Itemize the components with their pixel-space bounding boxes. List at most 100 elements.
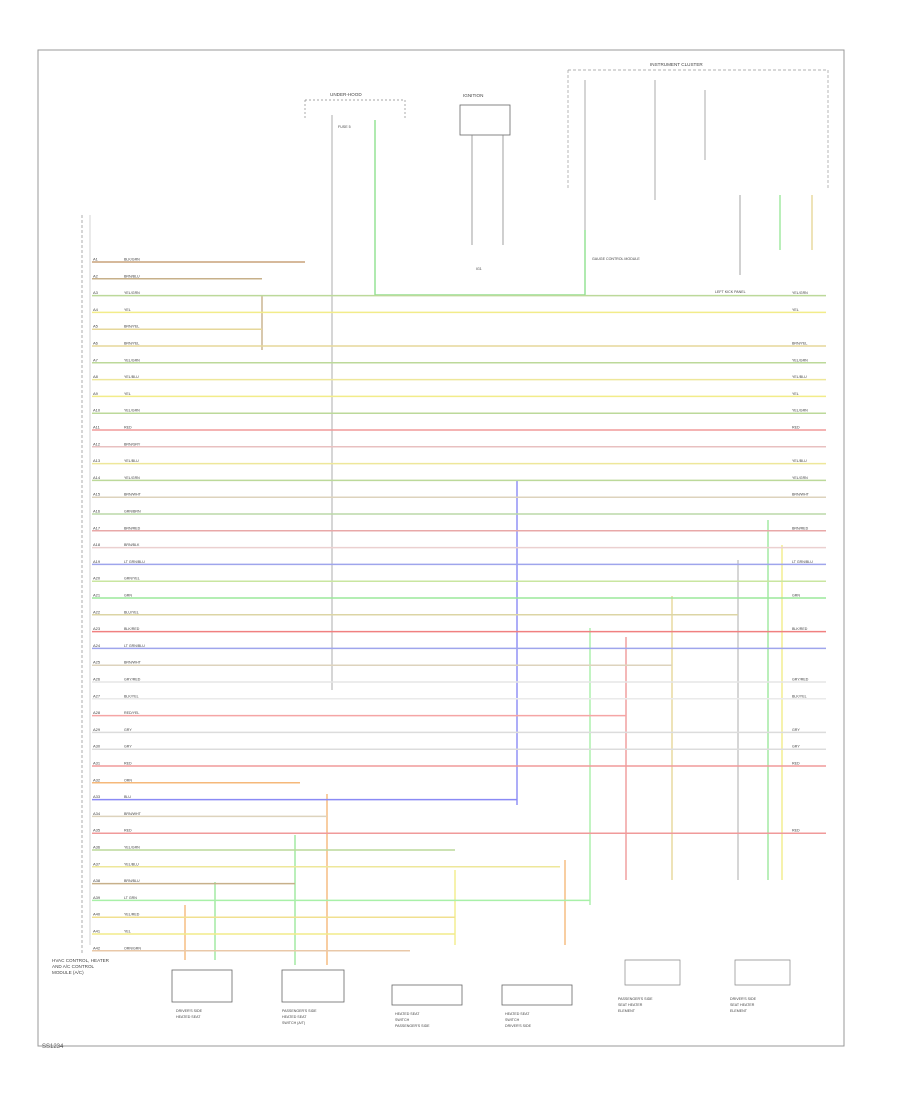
- wire-color-label: YEL/GRN: [124, 409, 140, 413]
- wire-color-label: ORN/GRN: [124, 946, 141, 950]
- wire-color-label: RED: [124, 829, 132, 833]
- ignition-switch-label: IGNITION: [463, 93, 483, 98]
- wire-right-label: BLK/YEL: [792, 694, 807, 698]
- wire-right-label: RED: [792, 426, 800, 430]
- driver-seat-heater-element: DRIVER'S SIDE SEAT HEATER ELEMENT: [730, 959, 791, 1013]
- diagram-frame: [37, 49, 845, 1047]
- svg-text:SEAT HEATER: SEAT HEATER: [618, 1003, 643, 1007]
- instrument-cluster: INSTRUMENT CLUSTER GAUGE CONTROL MODULE: [567, 62, 829, 261]
- pin-label: A34: [93, 811, 101, 816]
- wire-color-label: GRY: [124, 728, 132, 732]
- wire-color-label: BRN/YEL: [124, 342, 139, 346]
- wire-color-label: RED: [124, 426, 132, 430]
- pin-label: A21: [93, 593, 101, 598]
- ignition-switch: IGNITION IG1: [459, 93, 511, 271]
- pin-label: A9: [93, 391, 99, 396]
- fuse-box-label: UNDER-HOOD: [330, 92, 362, 97]
- pin-label: A32: [93, 777, 101, 782]
- pin-label: A10: [93, 408, 101, 413]
- wire-right-label: BRN/WHT: [792, 493, 810, 497]
- svg-text:HEATED SEAT: HEATED SEAT: [505, 1012, 530, 1016]
- wire-color-label: LT GRN/BLU: [124, 560, 145, 564]
- wire-color-label: BLK/YEL: [124, 694, 139, 698]
- driver-side-heated-seat: DRIVER'S SIDE HEATED SEAT: [171, 969, 233, 1019]
- ig1-label: IG1: [476, 267, 482, 271]
- wire-right-label: YEL/GRN: [792, 409, 808, 413]
- passenger-side-heated-seat-switch: PASSENGER'S SIDE HEATED SEAT SWITCH (A/T…: [281, 969, 345, 1025]
- wire-right-label: YEL: [792, 308, 799, 312]
- pin-label: A35: [93, 828, 101, 833]
- pin-label: A40: [93, 912, 101, 917]
- wire-right-label: LT GRN/BLU: [792, 560, 813, 564]
- left-kick-panel-connector: LEFT KICK PANEL: [715, 195, 813, 294]
- wire-color-label: YEL/BLU: [124, 862, 139, 866]
- wire-color-label: YEL: [124, 308, 131, 312]
- wire-color-label: GRY: [124, 745, 132, 749]
- pin-label: A24: [93, 643, 101, 648]
- hvac-module-label-1: HVAC CONTROL, HEATER: [52, 958, 110, 963]
- pin-label: A15: [93, 492, 101, 497]
- gauge-control-label: GAUGE CONTROL MODULE: [592, 257, 640, 261]
- pin-label: A25: [93, 660, 101, 665]
- pin-label: A27: [93, 693, 101, 698]
- pin-label: A39: [93, 895, 101, 900]
- heated-seat-switch-passenger: HEATED SEAT SWITCH PASSENGER'S SIDE: [391, 984, 463, 1028]
- wire-color-label: BLU/YEL: [124, 610, 139, 614]
- wire-color-label: RED/YEL: [124, 711, 139, 715]
- wire-color-label: LT GRN: [124, 896, 137, 900]
- wire-color-label: LT GRN/BLU: [124, 644, 145, 648]
- svg-text:DRIVER'S SIDE: DRIVER'S SIDE: [176, 1009, 203, 1013]
- svg-text:SWITCH: SWITCH: [395, 1018, 410, 1022]
- wire-color-label: GRY/RED: [124, 678, 141, 682]
- wire-color-label: GRN/YEL: [124, 577, 140, 581]
- pin-label: A31: [93, 761, 101, 766]
- svg-text:HEATED SEAT: HEATED SEAT: [282, 1015, 307, 1019]
- wire-color-label: BRN/WHT: [124, 493, 142, 497]
- pin-label: A23: [93, 626, 101, 631]
- svg-text:ELEMENT: ELEMENT: [618, 1009, 636, 1013]
- pin-label: A19: [93, 559, 101, 564]
- pin-label: A22: [93, 609, 101, 614]
- wire-right-label: BRN/YEL: [792, 342, 807, 346]
- svg-text:SEAT HEATER: SEAT HEATER: [730, 1003, 755, 1007]
- wire-color-label: BRN/WHT: [124, 812, 142, 816]
- wire-color-label: ORN: [124, 778, 132, 782]
- diagram-code: SS1234: [42, 1044, 64, 1050]
- pin-label: A17: [93, 525, 101, 530]
- wire-right-label: BLK/RED: [792, 627, 808, 631]
- wire-color-label: RED: [124, 762, 132, 766]
- pin-label: A8: [93, 374, 99, 379]
- wire-right-label: RED: [792, 829, 800, 833]
- wire-color-label: YEL/BLU: [124, 459, 139, 463]
- svg-text:SWITCH: SWITCH: [505, 1018, 520, 1022]
- passenger-seat-heater-element: PASSENGER'S SIDE SEAT HEATER ELEMENT: [618, 959, 681, 1013]
- wire-color-label: BLK/RED: [124, 627, 140, 631]
- wire-color-label: YEL/GRN: [124, 476, 140, 480]
- wire-color-label: YEL: [124, 392, 131, 396]
- pin-label: A37: [93, 861, 101, 866]
- svg-text:PASSENGER'S SIDE: PASSENGER'S SIDE: [395, 1024, 430, 1028]
- pin-label: A16: [93, 509, 101, 514]
- wire-right-label: GRY: [792, 728, 800, 732]
- svg-text:ELEMENT: ELEMENT: [730, 1009, 748, 1013]
- pin-label: A2: [93, 273, 99, 278]
- heated-seat-switch-driver: HEATED SEAT SWITCH DRIVER'S SIDE: [501, 984, 573, 1028]
- pin-label: A29: [93, 727, 101, 732]
- svg-text:SWITCH (A/T): SWITCH (A/T): [282, 1021, 305, 1025]
- wire-color-label: GRN/BRN: [124, 510, 141, 514]
- svg-text:DRIVER'S SIDE: DRIVER'S SIDE: [730, 997, 757, 1001]
- pin-label: A42: [93, 945, 101, 950]
- under-hood-fuse-box: UNDER-HOOD FUSE 5: [304, 92, 586, 690]
- fuse-number-label: FUSE 5: [338, 125, 351, 129]
- pin-label: A20: [93, 576, 101, 581]
- pin-label: A1: [93, 257, 99, 262]
- wire-color-label: GRN: [124, 594, 132, 598]
- wire-color-label: YEL/BLU: [124, 375, 139, 379]
- wire-right-label: GRN: [792, 594, 800, 598]
- pin-label: A30: [93, 744, 101, 749]
- wire-color-label: BRN/RED: [124, 526, 141, 530]
- wire-color-label: YEL/GRN: [124, 291, 140, 295]
- svg-text:HEATED SEAT: HEATED SEAT: [395, 1012, 420, 1016]
- pin-label: A12: [93, 441, 101, 446]
